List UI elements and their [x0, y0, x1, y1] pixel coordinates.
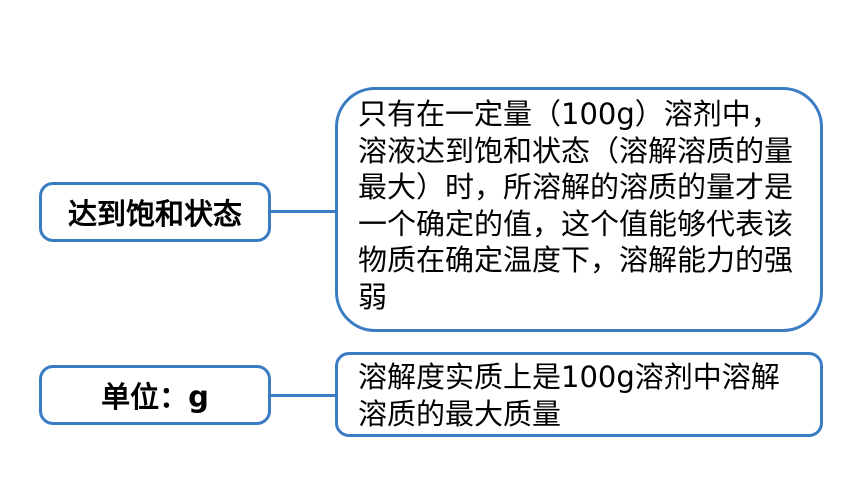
- saturation-explanation-box: 只有在一定量（100g）溶剂中，溶液达到饱和状态（溶解溶质的量最大）时，所溶解的…: [335, 87, 823, 332]
- saturation-label-text: 达到饱和状态: [67, 197, 242, 231]
- saturation-label-box: 达到饱和状态: [39, 182, 271, 242]
- saturation-explanation-text: 只有在一定量（100g）溶剂中，溶液达到饱和状态（溶解溶质的量最大）时，所溶解的…: [358, 97, 794, 314]
- unit-label-text: 单位：g: [101, 380, 209, 414]
- unit-label-box: 单位：g: [39, 365, 271, 425]
- solubility-definition-text: 溶解度实质上是100g溶剂中溶解溶质的最大质量: [358, 360, 780, 431]
- connector-line-saturation: [271, 210, 335, 213]
- connector-line-unit: [271, 394, 335, 397]
- solubility-definition-box: 溶解度实质上是100g溶剂中溶解溶质的最大质量: [335, 352, 823, 437]
